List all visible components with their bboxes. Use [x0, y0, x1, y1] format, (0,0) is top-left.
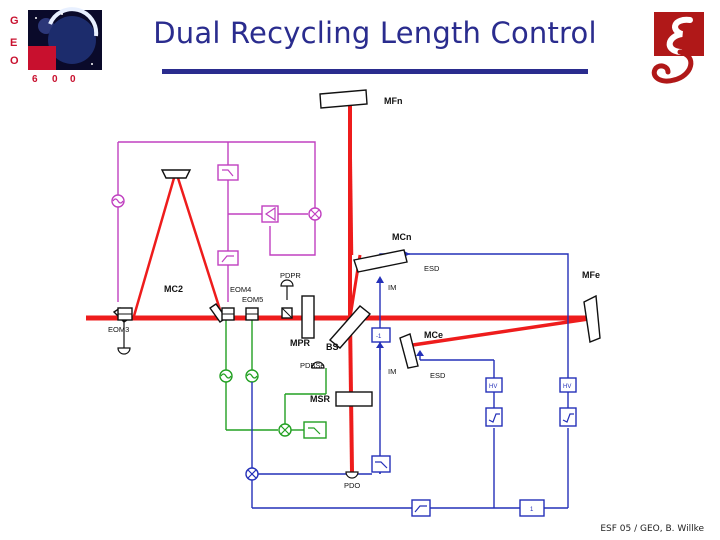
photodetectors: [117, 279, 359, 479]
highpass-filter-sr: [411, 499, 431, 517]
highpass-filter-mc2: [217, 250, 239, 266]
integrator-left-icon: [488, 413, 500, 423]
mixer-sr-cross-icon: [247, 469, 257, 479]
mc2-control-loop: [117, 141, 316, 302]
sine-wave-icon: [112, 198, 124, 204]
mirror-mc2-top: [160, 169, 192, 179]
label-pdpr: PDPR: [280, 271, 301, 280]
label-mfn: MFn: [384, 96, 403, 106]
logo-letter-g: G: [10, 15, 19, 27]
mixer-cross-icon: [310, 209, 320, 219]
label-hv-right: HV: [563, 384, 571, 390]
logo-digit-0b: 0: [70, 74, 76, 85]
sr-control-loop: [251, 253, 569, 509]
label-mce: MCe: [424, 330, 443, 340]
integrator-right-icon: [562, 413, 574, 423]
footer-credit: ESF 05 / GEO, B. Willke: [600, 524, 704, 534]
photodiode-eom3-icon: [117, 347, 131, 355]
mirror-mce: [399, 333, 419, 369]
photodiode-pdo-icon: [345, 471, 359, 479]
geo600-logo: G E O 6 0 0: [10, 7, 102, 85]
label-bs: BS: [326, 342, 339, 352]
label-im-low: IM: [388, 367, 396, 376]
mirror-mpr: [301, 295, 315, 339]
label-esd-low: ESD: [430, 371, 446, 380]
label-esd-top: ESD: [424, 264, 440, 273]
label-mc2: MC2: [164, 284, 183, 294]
highpass-sr-curve-icon: [414, 505, 427, 513]
mixer-pr-cross-icon: [280, 425, 290, 435]
mirror-mfe: [583, 294, 601, 343]
label-mpr: MPR: [290, 338, 311, 348]
hv-amplifier-right: [559, 377, 577, 393]
arrow-im-top-icon: [376, 276, 384, 283]
label-msr: MSR: [310, 394, 331, 404]
label-mfe: MFe: [582, 270, 600, 280]
highpass-curve-icon: [221, 255, 234, 263]
photodiode-pdpr-icon: [280, 279, 294, 287]
pickoff-diagonal: [281, 307, 293, 319]
magenta-blocks: [111, 164, 322, 266]
mirror-msr: [335, 391, 373, 407]
esf-logo: [651, 12, 704, 84]
optics: [112, 89, 601, 407]
mirror-mcn: [353, 249, 408, 273]
lowpass-sr-curve-icon: [375, 461, 388, 469]
photodiode-pdbse-icon: [311, 361, 325, 369]
lowpass-pr-curve-icon: [308, 427, 321, 435]
label-im-top: IM: [388, 283, 396, 292]
label-invert: -1: [376, 334, 382, 340]
label-eom5: EOM5: [242, 295, 263, 304]
mirror-mfn: [319, 89, 368, 109]
lowpass-curve-icon: [222, 169, 234, 177]
label-pdbse: PDBSe: [300, 361, 325, 370]
sine-wave-pr-icon: [220, 373, 232, 379]
lowpass-filter-pr: [303, 421, 327, 439]
hv-amplifier-left: [485, 377, 503, 393]
invert-block: [371, 327, 391, 343]
label-sum: 1: [530, 507, 534, 513]
logo-letter-e: E: [10, 37, 17, 49]
logo-letter-o: O: [10, 55, 19, 67]
laser-beams: [86, 99, 596, 473]
label-eom4: EOM4: [230, 285, 251, 294]
integrator-left: [485, 407, 503, 427]
arrow-im-low-icon: [376, 342, 384, 348]
label-eom3: EOM3: [108, 325, 129, 334]
amplifier-triangle-icon: [264, 206, 276, 222]
arrow-esd-low-icon: [416, 350, 424, 356]
sine-wave-pr2-icon: [246, 373, 258, 379]
amplifier-mc2: [261, 205, 279, 223]
beamsplitter-bs: [328, 305, 372, 349]
integrator-right: [559, 407, 577, 427]
slide-title: Dual Recycling Length Control: [153, 16, 597, 50]
label-hv-left: HV: [489, 384, 497, 390]
lowpass-filter-sr: [371, 455, 391, 473]
lowpass-filter-mc2-top: [217, 164, 239, 181]
sum-block: [519, 499, 545, 517]
title-rule: [162, 69, 588, 74]
label-pdo: PDO: [344, 481, 360, 490]
logo-digit-6: 6: [32, 74, 38, 85]
logo-digit-0a: 0: [52, 74, 58, 85]
label-mcn: MCn: [392, 232, 412, 242]
